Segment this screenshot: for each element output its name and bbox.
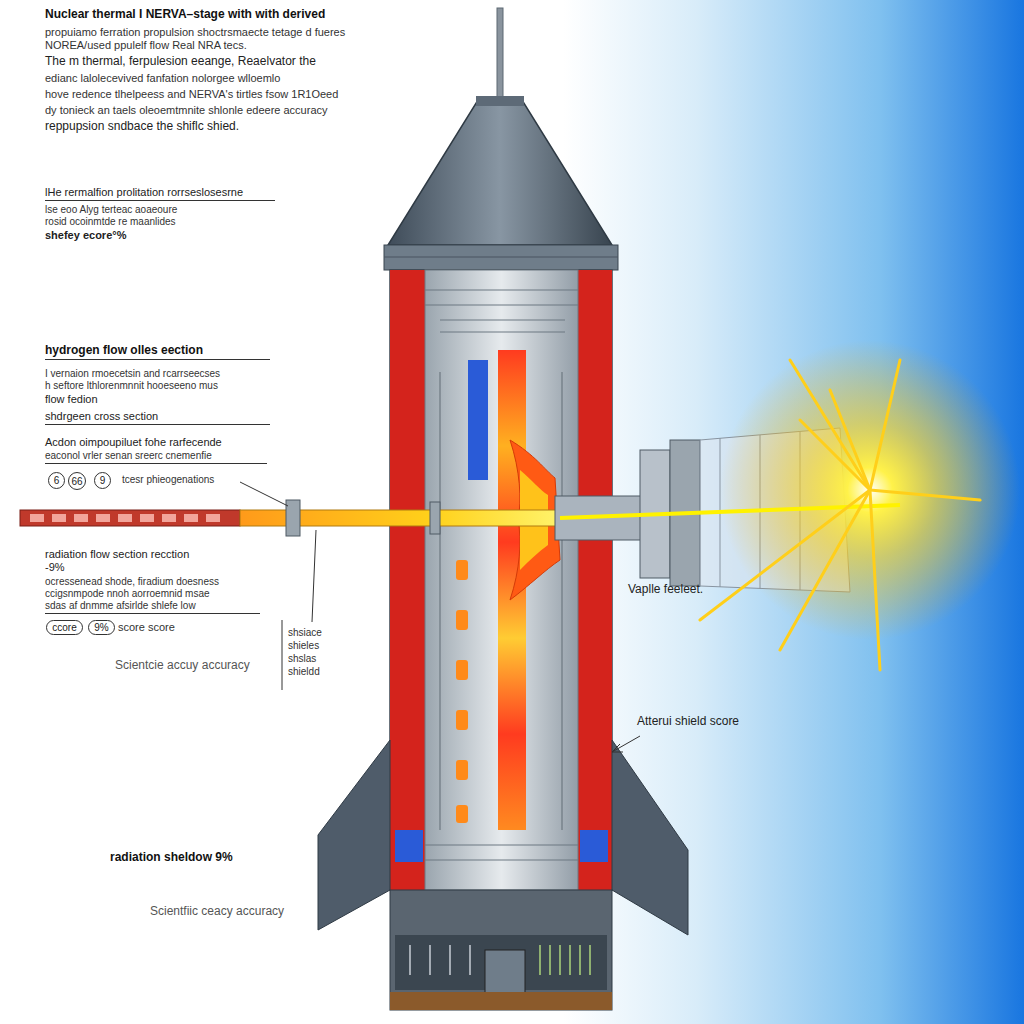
annotation-text: lse eoo Alyg terteac aoaeoure <box>45 204 177 216</box>
annotation-text: shefey ecore°% <box>45 229 126 242</box>
value-pill: ccore <box>46 620 83 635</box>
annotation-text: dy tonieck an taels oleoemtmnite shlonle… <box>45 104 328 117</box>
annotation-text: propuiamo ferration propulsion shoctrsma… <box>45 26 345 39</box>
callout-circle: 9 <box>94 472 111 489</box>
annotation-text: lHe rermalfion prolitation rorrseslosesr… <box>45 186 275 201</box>
annotation-text: ocressenead shode, firadium doesness <box>45 576 219 588</box>
node-text: 66 <box>71 476 82 487</box>
node-text: 9 <box>100 475 106 486</box>
annotation-text: ccigsnmpode nnoh aorroemnid msae <box>45 588 210 600</box>
annotation-text: shdrgeen cross section <box>45 410 270 425</box>
annotation-text: shsiace <box>288 627 322 639</box>
annotation-text: Scientcie accuy accuracy <box>115 659 250 673</box>
diagram-title: Nuclear thermal I NERVA–stage with with … <box>45 8 325 22</box>
annotation-text: shieles <box>288 640 319 652</box>
node-text: 6 <box>54 475 60 486</box>
callout-circle: 66 <box>68 472 86 490</box>
callout-circle: 6 <box>48 472 65 489</box>
annotation-text: shslas <box>288 653 316 665</box>
annotation-text: NOREA/used ppulelf flow Real NRA tecs. <box>45 39 247 52</box>
annotation-text: sdas af dnmme afsirlde shlefe low <box>45 600 260 614</box>
annotation-text: hove redence tlhelpeess and NERVA's tirt… <box>45 88 338 101</box>
annotation-text: h seftore lthlorenmnnit hooeseeno mus <box>45 380 218 392</box>
node-text: 9% <box>94 622 108 633</box>
value-pill: 9% <box>88 620 115 635</box>
annotation-text: The m thermal, ferpulesion eeange, Reael… <box>45 55 316 69</box>
annotation-text: hydrogen flow olles eection <box>45 344 270 360</box>
annotation-text: flow fedion <box>45 393 98 406</box>
annotation-text: I vernaion rmoecetsin and rcarrseecses <box>45 368 220 380</box>
annotation-text: shieldd <box>288 666 320 678</box>
annotation-text: radiation sheldow 9% <box>110 851 233 865</box>
annotation-text: Scientfiic ceacy accuracy <box>150 905 284 919</box>
annotation-text: Vaplle feeleet. <box>628 583 703 597</box>
annotation-text: Acdon oimpoupiluet fohe rarfecende <box>45 436 222 449</box>
annotation-text: rosid ocoinmtde re maanlides <box>45 216 176 228</box>
annotation-text: -9% <box>45 561 65 574</box>
annotation-text: tcesr phieogenations <box>122 474 214 486</box>
annotation-text: score score <box>118 621 175 634</box>
annotation-text: Atterui shield score <box>637 715 739 729</box>
annotation-text: edianc lalolecevived fanfation nolorgee … <box>45 72 280 85</box>
annotation-text: eaconol vrler senan sreerc cnemenfie <box>45 450 267 464</box>
annotation-text: reppupsion sndbace the shiflc shied. <box>45 120 239 134</box>
annotation-text: radiation flow section recction <box>45 548 189 561</box>
node-text: ccore <box>52 622 76 633</box>
